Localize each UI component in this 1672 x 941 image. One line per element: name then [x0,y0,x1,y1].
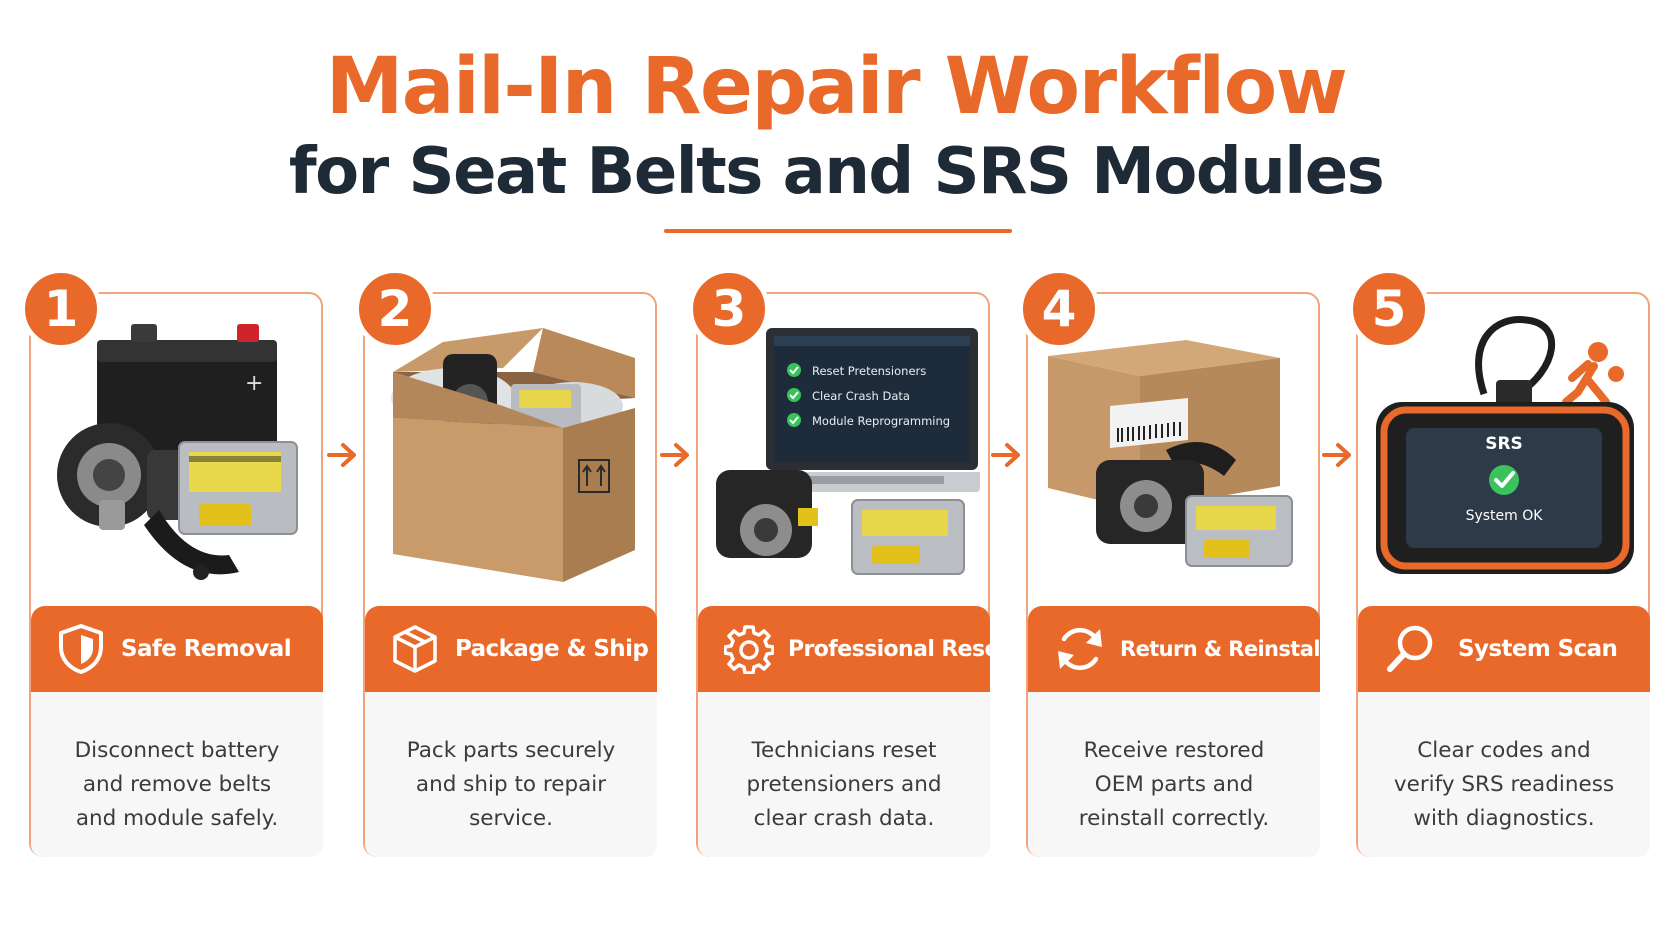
step-label-2: Package & Ship [455,636,649,662]
step-card-5: SRS System OK System Scan Clear codes an… [1356,292,1650,857]
step-number-5: 5 [1348,268,1430,350]
desc-line: verify SRS readiness [1393,772,1615,797]
step-number-2: 2 [354,268,436,350]
step-description-box-4: Receive restored OEM parts and reinstall… [1028,692,1320,857]
step-description-box-3: Technicians reset pretensioners and clea… [698,692,990,857]
step-label-1: Safe Removal [121,636,292,662]
desc-line: Technicians reset [751,738,937,763]
step-card-3: Reset Pretensioners Clear Crash Data Mod… [696,292,1009,857]
arrow-right-icon [327,443,356,467]
step-banner-5: System Scan [1358,606,1650,692]
step-card-2: Package & Ship Pack parts securely and s… [363,292,657,857]
step-description-box-2: Pack parts securely and ship to repair s… [365,692,657,857]
scanner-screen-status: System OK [1465,508,1543,524]
title-line-1: Mail-In Repair Workflow [325,42,1348,132]
desc-line: Disconnect battery [74,738,280,763]
step-number-3: 3 [688,268,770,350]
desc-line: OEM parts and [1094,772,1254,797]
step-number-4: 4 [1018,268,1100,350]
shipping-box-illustration [373,310,647,596]
title-line-2: for Seat Belts and SRS Modules [288,135,1385,209]
laptop-reset-illustration: Reset Pretensioners Clear Crash Data Mod… [706,310,994,596]
step-description-5: Clear codes and verify SRS readiness wit… [1368,734,1640,836]
step-description-1: Disconnect battery and remove belts and … [41,734,313,836]
shield-icon [59,624,103,674]
desc-line: pretensioners and [746,772,942,797]
step-description-2: Pack parts securely and ship to repair s… [375,734,647,836]
gear-icon [724,625,774,674]
step-number-1: 1 [20,268,102,350]
desc-line: Receive restored [1083,738,1265,763]
step-description-box-5: Clear codes and verify SRS readiness wit… [1358,692,1650,857]
step-banner-1: Safe Removal [31,606,323,692]
desc-line: Clear codes and [1417,738,1591,763]
screen-item: Reset Pretensioners [812,364,927,378]
desc-line: and ship to repair [415,772,607,797]
step-card-4: Return & Reinstall Receive restored OEM … [1026,292,1327,857]
arrow-right-icon [660,443,689,467]
desc-line: with diagnostics. [1413,806,1595,831]
step-description-box-1: Disconnect battery and remove belts and … [31,692,323,857]
svg-text:+: + [245,371,263,396]
step-description-4: Receive restored OEM parts and reinstall… [1038,734,1310,836]
desc-line: and remove belts [82,772,272,797]
step-banner-4: Return & Reinstall [1028,606,1327,692]
magnifier-icon [1387,625,1433,672]
step-label-4: Return & Reinstall [1120,637,1327,661]
step-card-1: + Safe Removal Disconnect battery and re [29,292,323,857]
diagnostic-scanner-illustration: SRS System OK [1366,310,1640,596]
screen-item: Clear Crash Data [812,389,910,403]
step-banner-2: Package & Ship [365,606,657,692]
battery-seatbelt-module-illustration: + [39,310,313,596]
arrow-right-icon [1322,443,1351,467]
refresh-icon [1058,627,1102,671]
returned-parts-illustration [1036,310,1310,596]
step-description-3: Technicians reset pretensioners and clea… [708,734,980,836]
arrow-right-icon [991,443,1020,467]
step-banner-3: Professional Reset [698,606,1009,692]
scanner-screen-title: SRS [1485,434,1523,454]
desc-line: clear crash data. [753,806,935,831]
desc-line: and module safely. [75,806,279,831]
desc-line: service. [469,806,553,831]
box-icon [393,625,437,673]
title-underline [664,229,1012,233]
step-label-5: System Scan [1458,636,1618,662]
desc-line: reinstall correctly. [1078,806,1270,831]
step-label-3: Professional Reset [788,636,1009,662]
desc-line: Pack parts securely [406,738,616,763]
screen-item: Module Reprogramming [812,414,951,428]
